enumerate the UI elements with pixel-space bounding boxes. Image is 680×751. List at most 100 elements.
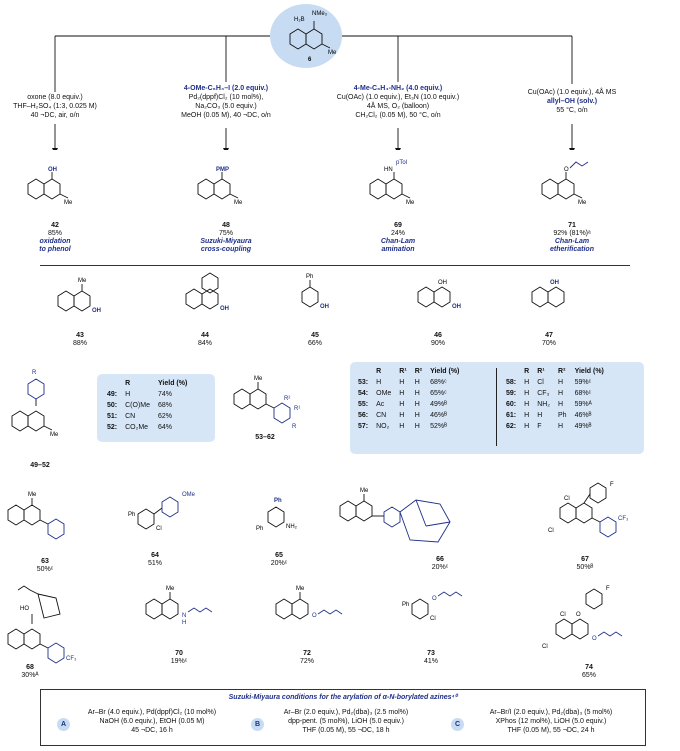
row4-structures: Me Ph Cl OMe Ph Ph NH₂ Me Cl Cl F C [7, 482, 629, 543]
svg-text:O: O [576, 612, 581, 618]
condition-c-badge: C [451, 718, 464, 731]
svg-text:R¹: R¹ [294, 406, 300, 412]
svg-text:6: 6 [308, 57, 312, 63]
svg-text:NH₂: NH₂ [286, 524, 298, 530]
svg-text:OMe: OMe [182, 492, 196, 498]
svg-text:O: O [592, 636, 597, 642]
route-suzuki-conditions: 4-OMe-C₆H₄–I (2.0 equiv.)Pd₂(dppf)Cl₂ (1… [181, 85, 271, 119]
start-material-structure: H₂B NMe₃ Me 6 [289, 11, 337, 63]
condition-b-text: Ar–Br (2.0 equiv.), Pd₂(dba)₃ (2.5 mol%)… [283, 709, 409, 734]
svg-text:Me: Me [28, 492, 37, 498]
svg-text:Me: Me [64, 200, 73, 206]
condition-b-badge: B [251, 718, 264, 731]
svg-text:OH: OH [452, 304, 461, 310]
svg-text:OH: OH [438, 280, 447, 286]
route-amination-conditions: 4-Me-C₆H₄-NH₂ (4.0 equiv.)Cu(OAc) (1.0 e… [336, 85, 460, 119]
svg-text:Me: Me [234, 200, 243, 206]
svg-text:Me: Me [78, 278, 87, 284]
svg-text:Cl: Cl [156, 526, 162, 532]
svg-text:Me: Me [406, 200, 415, 206]
svg-text:CF₃: CF₃ [66, 656, 77, 662]
svg-text:Cl: Cl [564, 496, 570, 502]
svg-text:OH: OH [92, 308, 101, 314]
svg-text:Ph: Ph [402, 602, 409, 608]
route-oxidation-conditions: oxone (8.0 equiv.)THF–H₂SO₄ (1:3, 0.025 … [13, 94, 97, 119]
svg-text:NMe₃: NMe₃ [312, 11, 328, 17]
compound-53-62-label: 53–62 [255, 434, 275, 441]
svg-text:Ph: Ph [306, 274, 313, 280]
svg-text:Me: Me [578, 200, 587, 206]
svg-text:Me: Me [328, 50, 337, 56]
legend-title: Suzuki-Miyaura conditions for the arylat… [228, 694, 458, 701]
svg-text:Cl: Cl [430, 616, 436, 622]
row5-structures: HO CF₃ Me N H Me O Ph Cl O Cl Cl O F O [7, 585, 623, 664]
svg-text:O: O [564, 167, 569, 173]
svg-text:OH: OH [48, 167, 57, 173]
svg-text:Ph: Ph [256, 526, 263, 532]
svg-text:R: R [292, 424, 297, 430]
svg-text:Cl: Cl [542, 644, 548, 650]
svg-text:Ph: Ph [128, 512, 135, 518]
condition-a-text: Ar–Br (4.0 equiv.), Pd(dppf)Cl₂ (10 mol%… [87, 709, 217, 734]
condition-a-badge: A [57, 718, 70, 731]
route-products: OH Me PMP Me HN pTol Me O Me [27, 160, 589, 206]
svg-text:Me: Me [254, 376, 263, 382]
branch-arrows [52, 35, 575, 150]
svg-text:OH: OH [320, 304, 329, 310]
svg-text:Me: Me [50, 432, 59, 438]
svg-text:R: R [32, 370, 37, 376]
compound-53-62-structure: Me R² R¹ R [233, 376, 300, 430]
svg-text:Me: Me [296, 586, 305, 592]
svg-text:Ph: Ph [274, 498, 282, 504]
condition-c-text: Ar–Br/I (2.0 equiv.), Pd₂(dba)₃ (5 mol%)… [489, 709, 613, 734]
compound-49-52-structure: R Me [11, 370, 59, 438]
svg-text:Me: Me [166, 586, 175, 592]
svg-text:F: F [610, 482, 614, 488]
svg-text:H: H [182, 620, 186, 626]
svg-text:Cl: Cl [560, 612, 566, 618]
svg-text:pTol: pTol [396, 160, 407, 166]
svg-text:HN: HN [384, 167, 393, 173]
compound-49-52-label: 49–52 [30, 462, 50, 469]
svg-text:N: N [182, 613, 186, 619]
svg-text:HO: HO [20, 606, 29, 612]
svg-text:Me: Me [360, 488, 369, 494]
svg-text:O: O [312, 613, 317, 619]
svg-text:CF₃: CF₃ [618, 516, 629, 522]
svg-text:OH: OH [220, 306, 229, 312]
svg-text:O: O [432, 596, 437, 602]
svg-text:Cl: Cl [548, 528, 554, 534]
section-divider [40, 265, 630, 266]
